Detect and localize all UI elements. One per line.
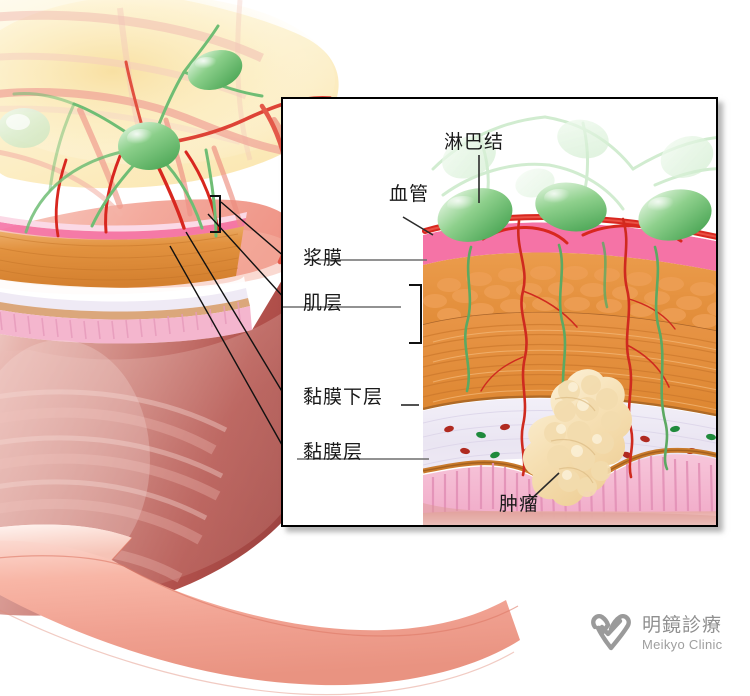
lymph-node-bg-3	[0, 108, 50, 148]
colon-lumen	[0, 250, 330, 616]
inset-cross-section-art	[283, 115, 716, 525]
label-blood-vessel: 血管	[389, 183, 430, 205]
label-muscle-layer: 肌层	[303, 292, 344, 314]
brand-name-en: Meikyo Clinic	[642, 636, 723, 652]
magnified-inset-panel	[281, 97, 718, 527]
brand-text: 明鏡診療 Meikyo Clinic	[642, 613, 723, 652]
inset-label-connectors	[283, 155, 560, 504]
lymph-node-bg-2	[187, 49, 243, 91]
inset-pale-lymph-nodes	[442, 119, 714, 198]
lymph-node-inset-2	[535, 182, 607, 232]
label-mucosa: 黏膜层	[303, 441, 364, 463]
blood-vessel-leader	[402, 216, 434, 236]
label-tumor: 肿瘤	[499, 493, 540, 515]
brand-name-cn: 明鏡診療	[642, 613, 723, 636]
brand-logo: 明鏡診療 Meikyo Clinic	[589, 614, 722, 652]
lymph-node-inset-1	[437, 188, 513, 242]
colon-tube-lower	[0, 524, 520, 696]
label-serosa: 浆膜	[303, 247, 344, 269]
lymph-node-bg-1	[118, 122, 180, 170]
heart-check-icon	[591, 614, 631, 651]
tumor-mass	[522, 369, 632, 506]
muscle-bracket	[409, 284, 422, 344]
colon-outer-wall	[0, 199, 301, 344]
tumor-leader	[526, 472, 560, 504]
background-wall-bracket	[210, 195, 221, 233]
inset-lymphatic-channels	[463, 241, 669, 471]
wall-cut-edge-layers	[0, 212, 252, 344]
label-lymph-node: 淋巴结	[444, 131, 505, 153]
lymph-node-inset-3	[638, 189, 712, 241]
muscle-striations	[423, 323, 716, 408]
label-submucosa: 黏膜下层	[303, 386, 384, 408]
background-leader-lines	[169, 201, 287, 453]
inset-penetrating-vessels	[480, 217, 676, 479]
